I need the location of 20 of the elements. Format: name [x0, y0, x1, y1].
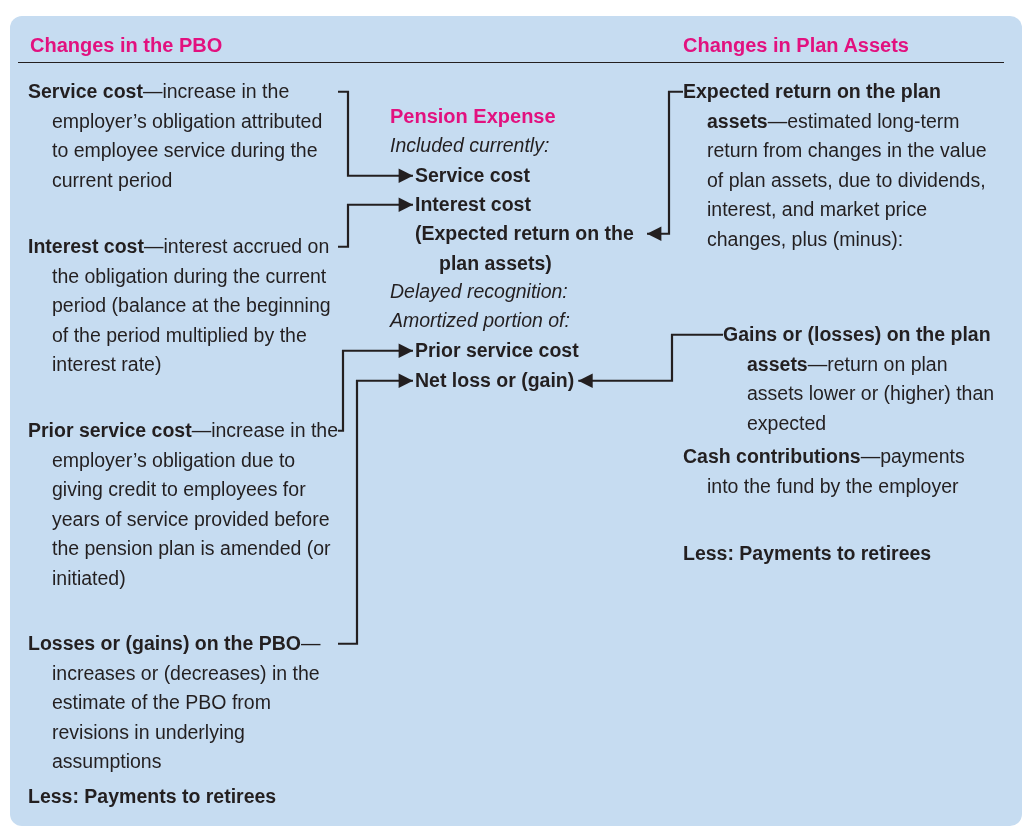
section-heading: Pension Expense	[390, 104, 556, 129]
definition-text: Prior service cost—increase in the employer’s obligation due to giving credit to employees for years of service provided before the pension plan is amended (or initiated)	[28, 416, 338, 593]
definition-text: Losses or (gains) on the PBO—increases or (decreases) in the estimate of the PBO from revisions in underlying assumptions	[28, 629, 338, 777]
definition-text: Expected return on the plan assets—estimated long-term return from changes in the value of plan assets, due to dividends, interest, and market price changes, plus (minus):	[683, 77, 993, 254]
expense-item: Prior service cost	[415, 336, 579, 366]
definition-text: Gains or (losses) on the plan assets—return on plan assets lower or (higher) than expected	[723, 320, 1003, 438]
definition-text: Cash contributions—payments into the fund by the employer	[683, 444, 966, 499]
subheading-text: Included currently:	[390, 133, 550, 158]
definition-text: Interest cost—interest accrued on the obligation during the current period (balance at the beginning of the period multiplied by the interest rate)	[28, 232, 338, 380]
note-text: Less: Payments to retirees	[28, 784, 277, 809]
column-heading: Changes in Plan Assets	[683, 33, 909, 58]
expense-item: Interest cost	[415, 190, 531, 220]
definition-text: Service cost—increase in the employer’s obligation attributed to employee service during the current period	[28, 77, 338, 195]
expense-item: Service cost	[415, 161, 530, 191]
subheading-text: Amortized portion of:	[390, 308, 570, 333]
subheading-text: Delayed recognition:	[390, 279, 568, 304]
column-heading: Changes in the PBO	[30, 33, 223, 58]
note-text: Less: Payments to retirees	[683, 541, 932, 566]
expense-item: (Expected return on the plan assets)	[415, 219, 643, 278]
expense-item: Net loss or (gain)	[415, 366, 575, 396]
